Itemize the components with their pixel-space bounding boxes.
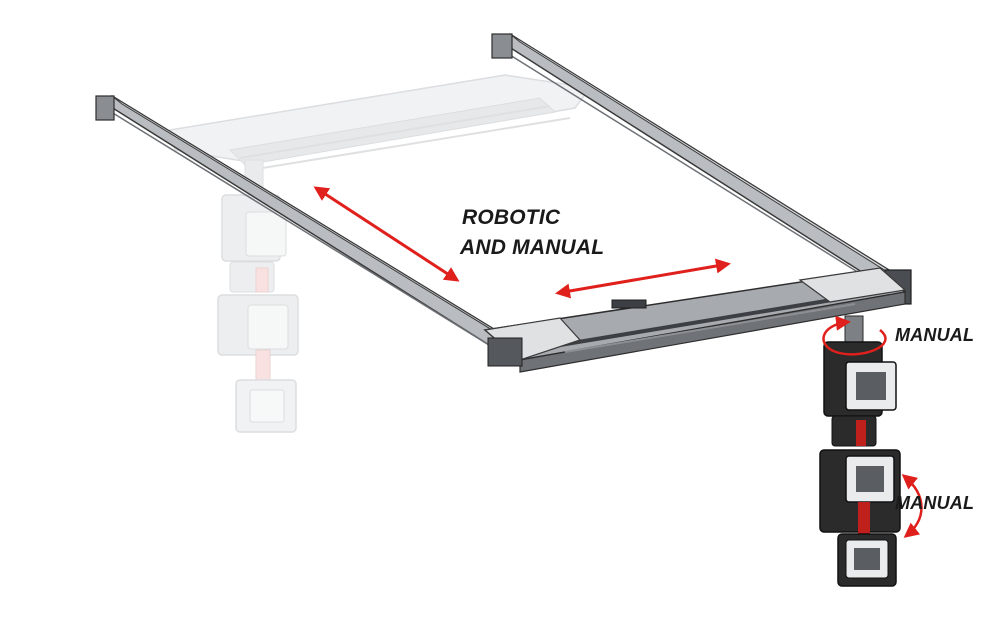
label-manual-top: MANUAL bbox=[895, 325, 975, 345]
robotic-manual-arrows bbox=[313, 186, 731, 299]
hanging-tool-head bbox=[819, 315, 901, 587]
label-manual-bottom: MANUAL bbox=[895, 493, 975, 513]
label-and-manual: AND MANUAL bbox=[460, 236, 605, 259]
front-carriage bbox=[483, 267, 907, 373]
right-rail bbox=[491, 33, 912, 305]
arrow-rotate-top bbox=[822, 315, 887, 356]
manual-rotation-arrows bbox=[822, 315, 923, 538]
ghost-hanging-head bbox=[217, 194, 299, 433]
label-robotic: ROBOTIC bbox=[462, 206, 561, 229]
arrow-swing-bottom bbox=[901, 474, 923, 538]
arrow-left-diagonal bbox=[313, 186, 460, 282]
arrow-right-horizontal bbox=[555, 258, 731, 299]
ghost-rear-carriage bbox=[169, 74, 592, 189]
